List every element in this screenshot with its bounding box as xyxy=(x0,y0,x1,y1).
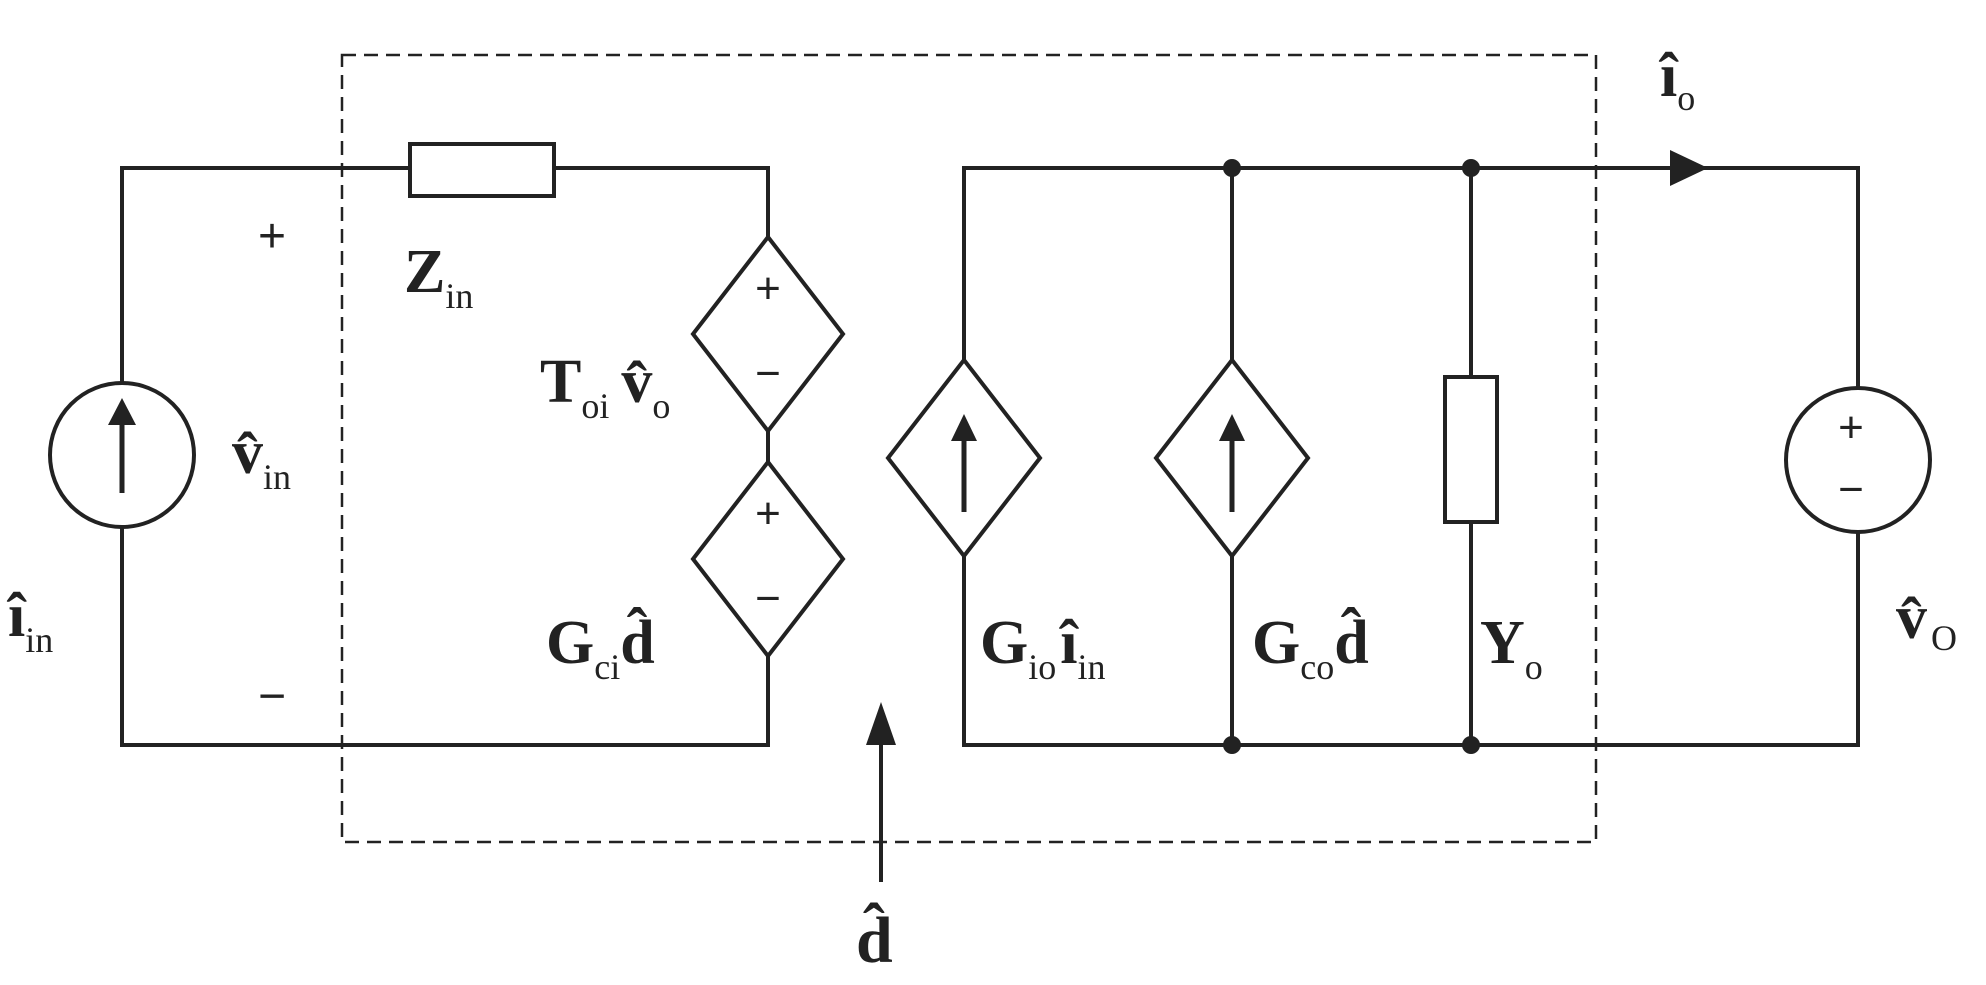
label-iin: îin xyxy=(6,582,53,660)
label-yo: Yo xyxy=(1480,609,1543,687)
output-wiring xyxy=(962,166,1860,747)
junction-dots xyxy=(1223,159,1480,754)
vin-plus-sign: + xyxy=(258,210,286,263)
label-gci-d: Gcid̂ xyxy=(546,607,655,687)
vo-minus-sign: − xyxy=(1838,465,1864,514)
gci-plus-sign: + xyxy=(755,489,781,538)
toi-dependent-voltage-source-icon xyxy=(690,233,846,435)
yo-resistor-icon xyxy=(1443,375,1499,524)
gci-dependent-voltage-source-icon xyxy=(690,458,846,660)
label-gco-d: Gcod̂ xyxy=(1252,607,1369,687)
junction-dot xyxy=(1462,159,1480,177)
junction-dot xyxy=(1223,736,1241,754)
toi-plus-sign: + xyxy=(755,264,781,313)
zin-resistor-icon xyxy=(408,142,556,198)
input-current-source-icon xyxy=(48,381,196,529)
label-vin: v̂in xyxy=(232,419,291,497)
input-wiring xyxy=(120,166,770,747)
output-voltage-source-icon xyxy=(1784,386,1932,534)
label-io: îo xyxy=(1658,42,1695,118)
gio-dependent-current-source-icon xyxy=(885,356,1043,560)
junction-dot xyxy=(1223,159,1241,177)
converter-boundary xyxy=(340,53,1598,844)
io-arrow-icon xyxy=(1670,150,1708,186)
duty-cycle-arrow-icon xyxy=(866,702,896,882)
gci-minus-sign: − xyxy=(755,574,781,623)
label-vo: v̂O xyxy=(1896,584,1957,658)
junction-dot xyxy=(1462,736,1480,754)
vin-minus-sign: − xyxy=(258,670,286,723)
gco-dependent-current-source-icon xyxy=(1153,356,1311,560)
label-zin: Zin xyxy=(404,238,473,316)
vo-plus-sign: + xyxy=(1838,403,1864,452)
label-gio-iin: Gioîin xyxy=(980,609,1106,687)
toi-minus-sign: − xyxy=(755,349,781,398)
label-d: d̂ xyxy=(856,902,893,977)
